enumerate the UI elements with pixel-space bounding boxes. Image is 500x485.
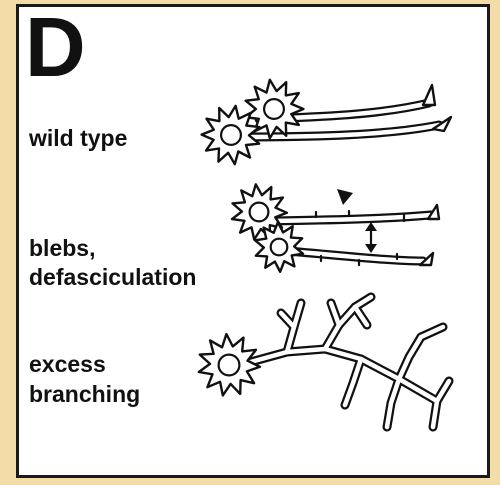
blebs-soma-2-nucleus [271, 239, 288, 256]
neuron-illustrations [19, 7, 487, 475]
blebs-neuron-pair [232, 184, 439, 271]
double-arrow [365, 222, 377, 253]
wild-type-neuron-pair [202, 80, 451, 164]
blebs-soma-1-nucleus [250, 203, 269, 222]
branching-soma-nucleus [219, 355, 240, 376]
excess-branching-neuron [199, 297, 449, 427]
wild-type-soma-1-nucleus [264, 99, 284, 119]
wild-type-soma-2-nucleus [221, 125, 241, 145]
arrowhead-marker [337, 189, 353, 205]
figure-panel-d: D wild type blebs, defasciculation exces… [16, 4, 490, 478]
